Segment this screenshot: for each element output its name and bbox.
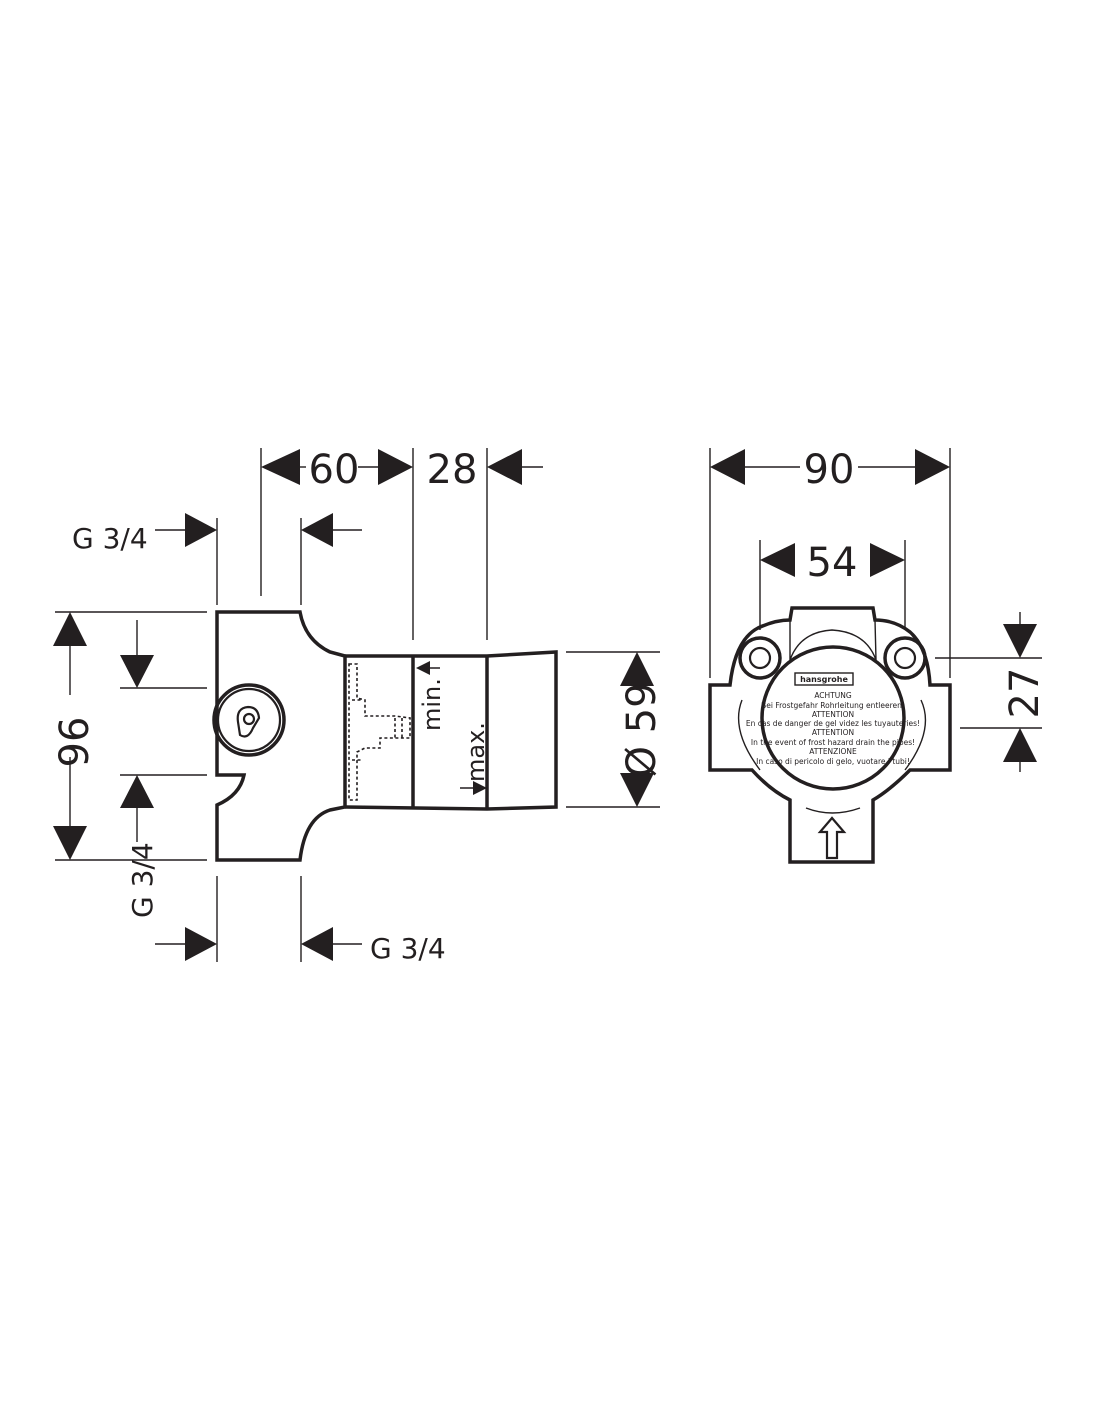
dim-54-label: 54	[807, 540, 858, 586]
valve-body-outline	[215, 610, 347, 862]
mount-hole-right-inner	[893, 646, 917, 670]
mount-hole-left-inner	[748, 646, 772, 670]
stop-knob-center	[242, 712, 256, 726]
front-body-outline	[708, 606, 952, 864]
label-line-6: In the event of frost hazard drain the p…	[751, 738, 915, 747]
inlet-port-circle	[212, 683, 286, 757]
front-cover-circle	[760, 645, 906, 791]
brand-label: hansgrohe	[800, 675, 848, 684]
label-line-1: ACHTUNG	[814, 691, 852, 700]
label-line-5: ATTENTION	[812, 728, 854, 737]
stop-knob	[236, 705, 261, 738]
label-line-8: In caso di pericolo di gelo, vuotare i t…	[756, 757, 910, 766]
front-view: hansgrohe ACHTUNG Bei Frostgefahr Rohrle…	[708, 447, 1048, 864]
dim-27-label: 27	[1002, 668, 1048, 719]
extension-sleeve	[344, 650, 558, 811]
depth-min-label: min.	[418, 678, 446, 731]
dim-diameter-label: Ø 59	[619, 682, 665, 777]
thread-bottom-right-label: G 3/4	[370, 932, 446, 965]
mount-hole-left-outer	[738, 636, 782, 680]
depth-max-label: max.	[462, 722, 490, 782]
inlet-port-inner	[216, 687, 282, 753]
label-line-4: En cas de danger de gel videz les tuyaut…	[746, 719, 920, 728]
label-line-7: ATTENZIONE	[809, 747, 857, 756]
mount-hole-right-outer	[883, 636, 927, 680]
cartridge-hidden-lines	[348, 663, 411, 801]
dim-60-label: 60	[309, 447, 360, 493]
thread-bottom-left-label: G 3/4	[126, 842, 159, 918]
label-line-3: ATTENTION	[812, 710, 854, 719]
dim-90-label: 90	[804, 447, 855, 493]
dim-28-label: 28	[427, 447, 478, 493]
thread-top-label: G 3/4	[72, 522, 148, 555]
flow-arrow-icon	[817, 816, 847, 860]
dim-96-label: 96	[52, 717, 98, 768]
brand-box	[794, 672, 854, 686]
side-view: 60 28 G 3/4 G 3/4 G 3/4 96 Ø 59	[52, 447, 665, 965]
label-line-2: Bei Frostgefahr Rohrleitung entleeren!	[761, 701, 905, 710]
